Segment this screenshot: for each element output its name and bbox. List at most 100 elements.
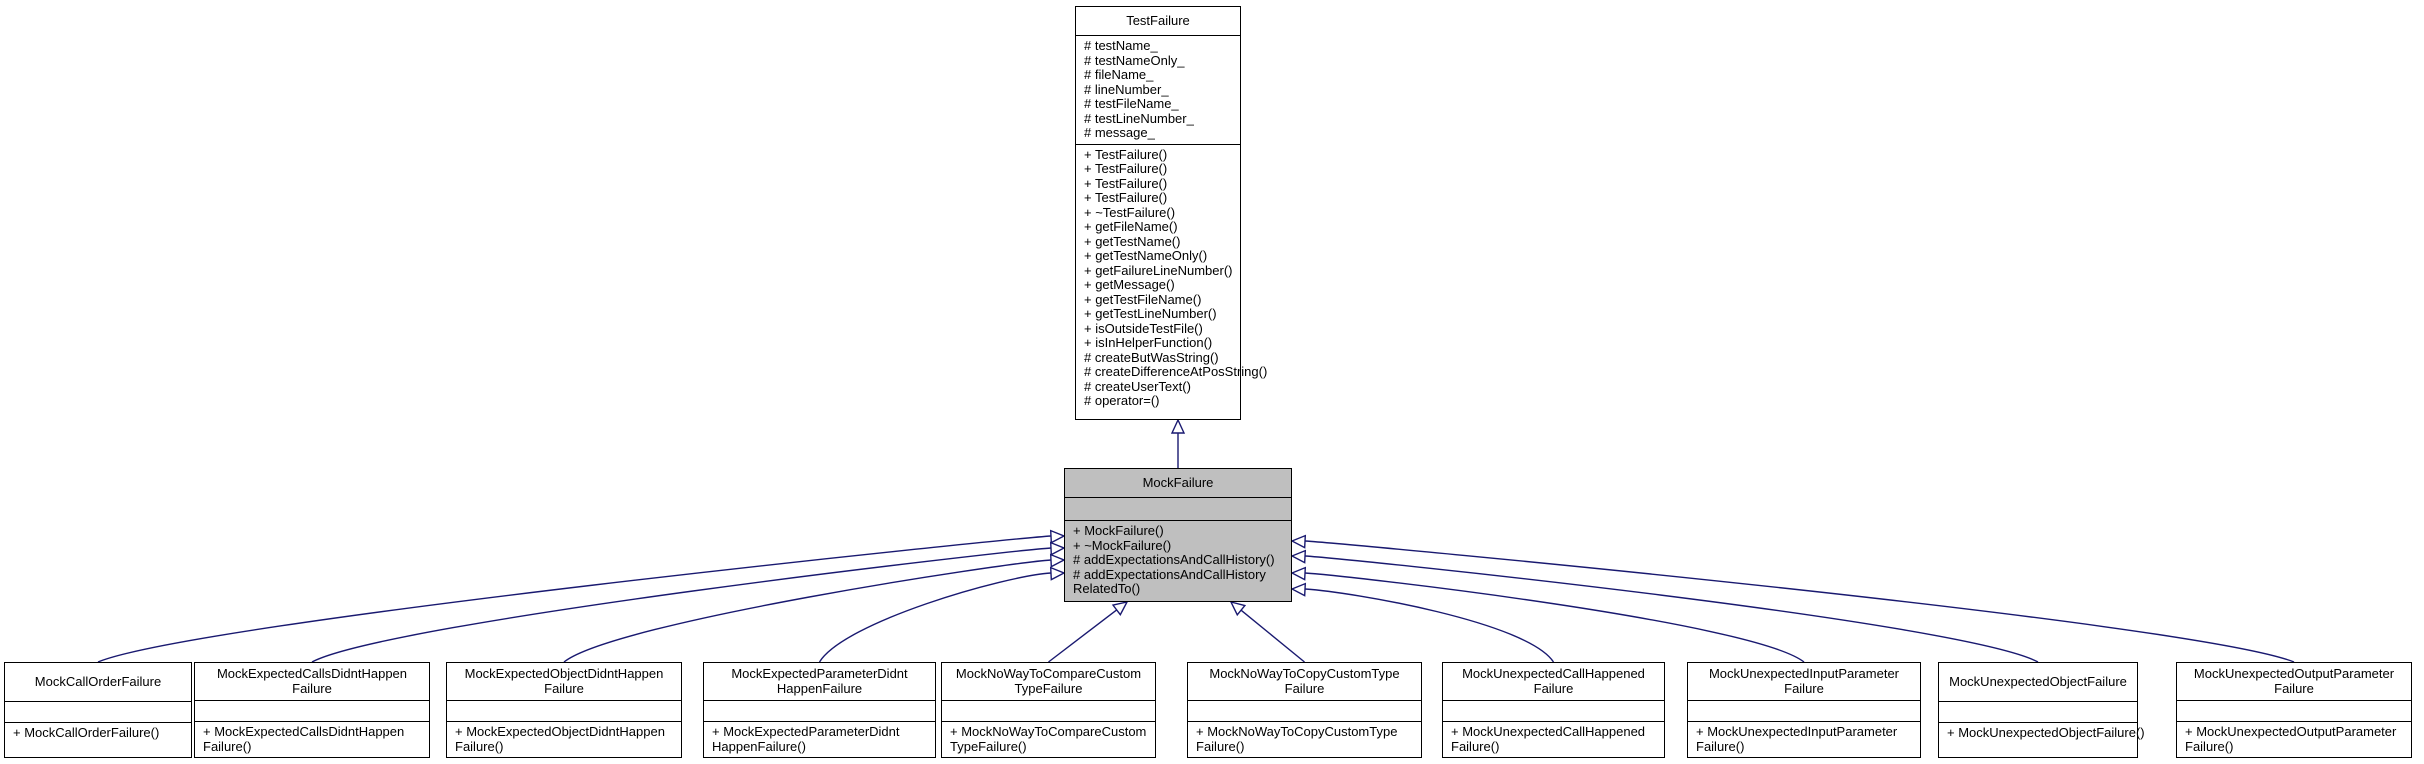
class-name-text: Failure xyxy=(544,680,584,696)
method-5: + getFileName() xyxy=(1084,219,1178,234)
method-list: + MockUnexpectedObjectFailure() xyxy=(1939,723,2145,757)
class-name-text: Failure xyxy=(1533,680,1574,696)
edge-derived-8 xyxy=(1304,555,2039,663)
method-8: + getFailureLineNumber() xyxy=(1084,262,1233,278)
method-14: # createButWasString() xyxy=(1084,349,1219,365)
method-3: # addExpectationsAndCallHistory xyxy=(1073,566,1266,582)
class-name-text: MockFailure xyxy=(1142,474,1214,490)
method-10: + getTestFileName() xyxy=(1084,291,1202,307)
class-name-text: MockUnexpectedObjectFailure xyxy=(1949,673,2127,689)
class-box-mockfailure[interactable]: MockFailure + MockFailure()+ ~MockFailur… xyxy=(1064,468,1292,602)
method-1: + TestFailure() xyxy=(1084,161,1168,176)
method-2: # addExpectationsAndCallHistory() xyxy=(1073,552,1275,567)
attribute-4: # testFileName_ xyxy=(1084,96,1179,111)
method-9: + getMessage() xyxy=(1084,277,1175,292)
class-box-derived[interactable]: MockCallOrderFailure+ MockCallOrderFailu… xyxy=(4,662,192,758)
attribute-5: # testLineNumber_ xyxy=(1084,110,1194,126)
attribute-list-empty xyxy=(195,701,429,722)
attribute-list: # testName_# testNameOnly_# fileName_# l… xyxy=(1076,36,1240,145)
method-0: + MockUnexpectedInputParameter xyxy=(1696,724,1898,739)
class-name-mockfailure: MockFailure xyxy=(1065,469,1291,498)
arrowhead-derived-0 xyxy=(1049,529,1066,544)
method-13: + isInHelperFunction() xyxy=(1084,335,1213,350)
attribute-list-empty xyxy=(1443,701,1664,722)
method-1: TypeFailure() xyxy=(950,738,1027,754)
class-name: MockUnexpectedObjectFailure xyxy=(1939,663,2137,702)
class-name-text: HappenFailure xyxy=(776,680,863,696)
arrowhead-derived-8 xyxy=(1290,549,1307,564)
attribute-list-empty xyxy=(1688,701,1920,722)
method-17: # operator=() xyxy=(1084,393,1160,408)
class-name-text: Failure xyxy=(292,680,332,696)
method-0: + TestFailure() xyxy=(1084,146,1168,162)
edge-derived-3 xyxy=(818,572,1052,663)
method-15: # createDifferenceAtPosString() xyxy=(1084,364,1268,379)
arrowhead-derived-6 xyxy=(1290,582,1307,597)
class-box-derived[interactable]: MockUnexpectedObjectFailure + MockUnexpec… xyxy=(1938,662,2145,758)
class-name-text: MockUnexpectedCallHappened xyxy=(1462,666,1645,682)
method-4: RelatedTo() xyxy=(1073,581,1141,596)
attribute-1: # testNameOnly_ xyxy=(1084,52,1185,68)
attribute-6: # message_ xyxy=(1084,125,1155,140)
attribute-list-empty xyxy=(1188,701,1421,722)
method-1: Failure() xyxy=(1451,738,1500,754)
edge-derived-9 xyxy=(1304,540,2295,663)
arrowhead-derived-4 xyxy=(1111,600,1129,616)
edge-derived-4 xyxy=(1048,609,1118,663)
attribute-list-empty xyxy=(1939,702,2137,723)
method-1: + ~MockFailure() xyxy=(1073,537,1172,553)
edge-derived-7 xyxy=(1304,572,1805,663)
method-list: + MockFailure()+ ~MockFailure()# addExpe… xyxy=(1065,521,1291,601)
edge-derived-1 xyxy=(311,547,1052,663)
class-name-text: MockNoWayToCopyCustomType xyxy=(1209,666,1400,682)
edge-derived-2 xyxy=(563,559,1052,663)
class-name-text: MockExpectedObjectDidntHappen xyxy=(464,666,664,682)
method-16: # createUserText() xyxy=(1084,378,1191,394)
class-name-text: MockExpectedParameterDidnt xyxy=(731,666,908,682)
method-1: HappenFailure() xyxy=(712,738,806,754)
method-list: + MockCallOrderFailure() xyxy=(5,723,191,757)
class-box-testfailure[interactable]: TestFailure # testName_# testNameOnly_# … xyxy=(1075,6,1268,420)
class-name-text: Failure xyxy=(1784,680,1824,696)
method-0: + MockFailure() xyxy=(1073,523,1164,538)
arrowhead-derived-3 xyxy=(1049,566,1066,581)
class-name-text: TestFailure xyxy=(1126,12,1190,28)
method-0: + MockUnexpectedOutputParameter xyxy=(2185,724,2397,739)
arrowhead-derived-5 xyxy=(1229,600,1247,617)
attribute-list-empty xyxy=(1065,498,1291,521)
class-name-text: Failure xyxy=(2274,680,2314,696)
attribute-0: # testName_ xyxy=(1084,38,1158,53)
class-name-testfailure: TestFailure xyxy=(1076,7,1240,36)
method-4: + ~TestFailure() xyxy=(1084,204,1176,220)
attribute-list-empty xyxy=(2177,701,2411,722)
method-1: Failure() xyxy=(2185,738,2234,754)
edge-derived-5 xyxy=(1240,609,1305,663)
method-1: Failure() xyxy=(1696,738,1745,754)
arrowhead-derived-9 xyxy=(1290,534,1307,549)
class-name-text: MockUnexpectedInputParameter xyxy=(1708,666,1900,682)
method-2: + TestFailure() xyxy=(1084,175,1168,191)
class-name-text: MockNoWayToCompareCustom xyxy=(955,666,1142,682)
attribute-list-empty xyxy=(942,701,1155,722)
